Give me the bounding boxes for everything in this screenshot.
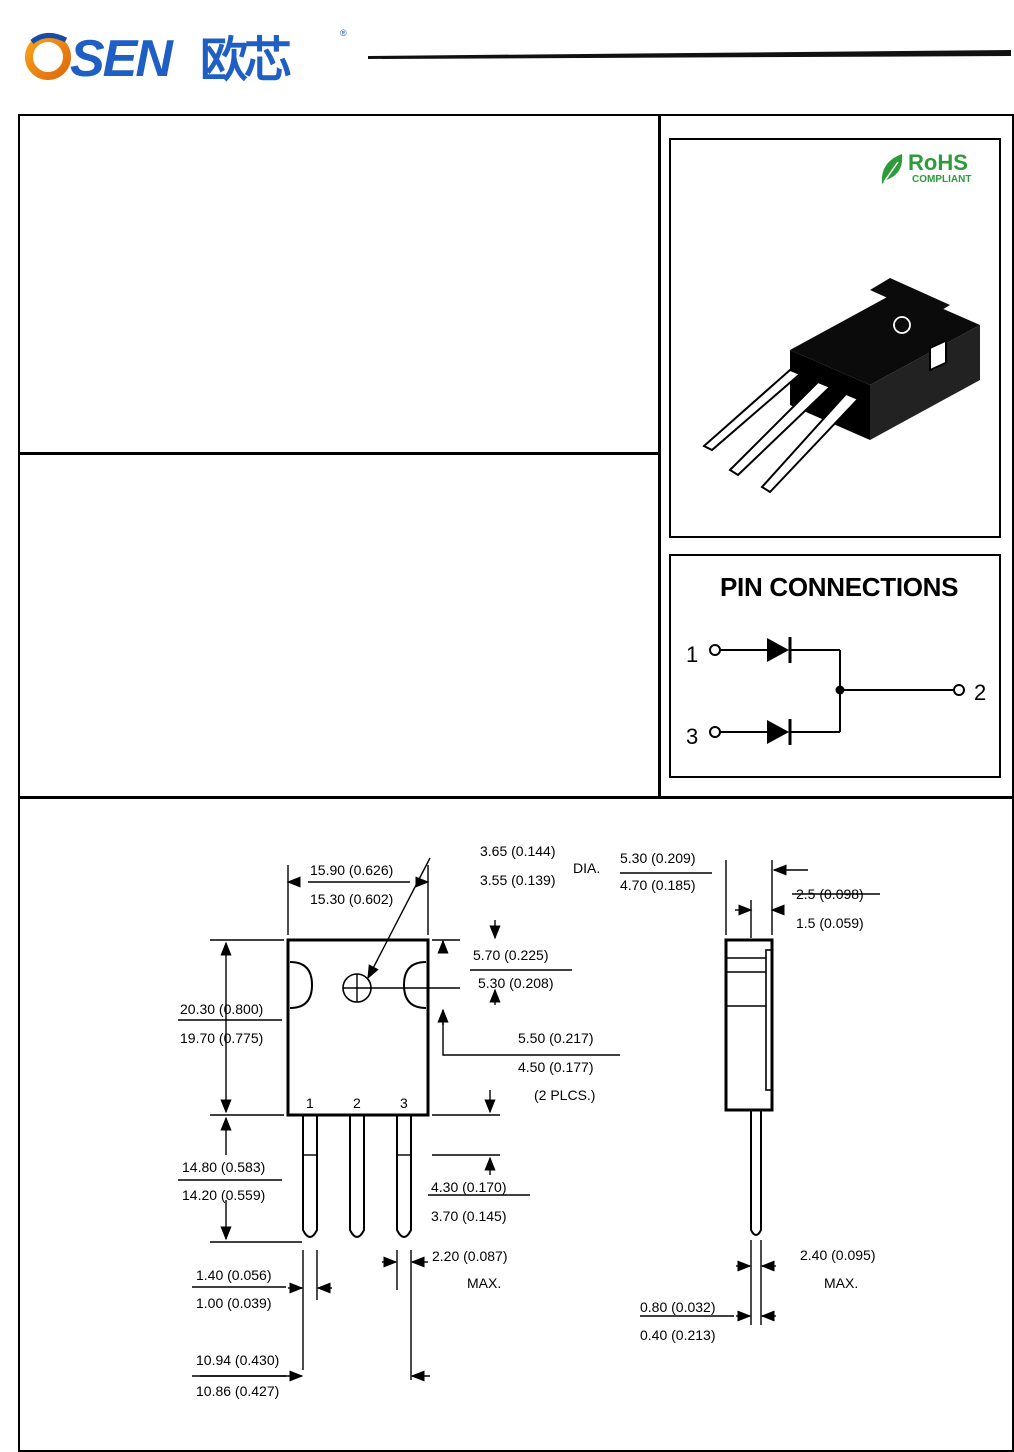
frame-divider-vertical [658,114,661,798]
dim-pitch-max: 10.94 (0.430) [196,1352,279,1368]
dim-side-lead-note: MAX. [824,1275,858,1291]
pin-connections-title: PIN CONNECTIONS [720,572,959,602]
frame-divider-upper [18,452,660,455]
pin-2-label: 2 [974,680,986,705]
svg-text:®: ® [340,28,347,38]
osen-logo: SEN 欧芯 ® [25,28,347,84]
pin-2-terminal [953,684,965,696]
pin-3-terminal [709,726,721,738]
dim-pitch-min: 10.86 (0.427) [196,1383,279,1399]
rohs-compliant-badge: RoHS COMPLIANT [881,150,971,185]
dim-lead-thk-min: 0.40 (0.213) [640,1327,716,1343]
dim-notch-min: 4.50 (0.177) [518,1059,594,1075]
dim-notch-max: 5.50 (0.217) [518,1030,594,1046]
dim-lead-len-min: 14.20 (0.559) [182,1187,265,1203]
dim-hole-offset-min: 5.30 (0.208) [478,975,554,991]
dim-lead-shoulder-note: MAX. [467,1275,501,1291]
dimension-labels: 15.90 (0.626) 15.30 (0.602) 3.65 (0.144)… [180,843,876,1399]
dim-thick-min: 4.70 (0.185) [620,877,696,893]
dim-tab-min: 1.5 (0.059) [796,915,864,931]
pin-1-terminal [709,644,721,656]
diode-2-icon [767,720,789,744]
dim-shoulder-max: 4.30 (0.170) [431,1179,507,1195]
pin-number-labels: 1 2 3 [306,1095,408,1111]
rohs-word: RoHS [908,150,968,175]
dim-lead-width-min: 1.00 (0.039) [196,1295,272,1311]
dim-lead-len-max: 14.80 (0.583) [182,1159,265,1175]
svg-text:SEN: SEN [70,30,174,84]
dim-hole-suffix: DIA. [573,860,600,876]
dim-height-min: 19.70 (0.775) [180,1030,263,1046]
outline-pin-2: 2 [353,1095,361,1111]
pin-connections-schematic: 1 2 3 [686,637,986,749]
front-view-body [286,938,430,1117]
rohs-sub: COMPLIANT [912,174,971,185]
dim-tab-max: 2.5 (0.098) [796,886,864,902]
outline-pin-1: 1 [306,1095,314,1111]
dim-hole-max: 3.65 (0.144) [480,843,556,859]
pin-3-label: 3 [686,724,698,749]
content-frame [18,114,1014,1452]
dim-height-max: 20.30 (0.800) [180,1001,263,1017]
diode-1-icon [767,638,789,662]
package-outline-drawing: 1 2 3 15.90 (0.626) 15.30 (0.602) 3.65 (… [178,843,880,1399]
dim-width-max: 15.90 (0.626) [310,862,393,878]
dim-lead-shoulder: 2.20 (0.087) [432,1248,508,1264]
dim-lead-thk-max: 0.80 (0.032) [640,1299,716,1315]
frame-divider-lower [18,796,1014,799]
to247-package-illustration [702,278,980,494]
dim-hole-min: 3.55 (0.139) [480,872,556,888]
dim-notch-note: (2 PLCS.) [534,1087,595,1103]
dim-width-min: 15.30 (0.602) [310,891,393,907]
dim-side-lead: 2.40 (0.095) [800,1247,876,1263]
dim-thick-max: 5.30 (0.209) [620,850,696,866]
header-rule [368,50,1011,59]
pin-connections-panel [669,554,1001,778]
svg-text:欧芯: 欧芯 [200,32,291,84]
pin-1-label: 1 [686,642,698,667]
dim-shoulder-min: 3.70 (0.145) [431,1208,507,1224]
outline-pin-3: 3 [400,1095,408,1111]
side-view-body [724,938,774,1112]
dim-lead-width-max: 1.40 (0.056) [196,1267,272,1283]
dim-hole-offset-max: 5.70 (0.225) [473,947,549,963]
package-image-panel [669,138,1001,538]
